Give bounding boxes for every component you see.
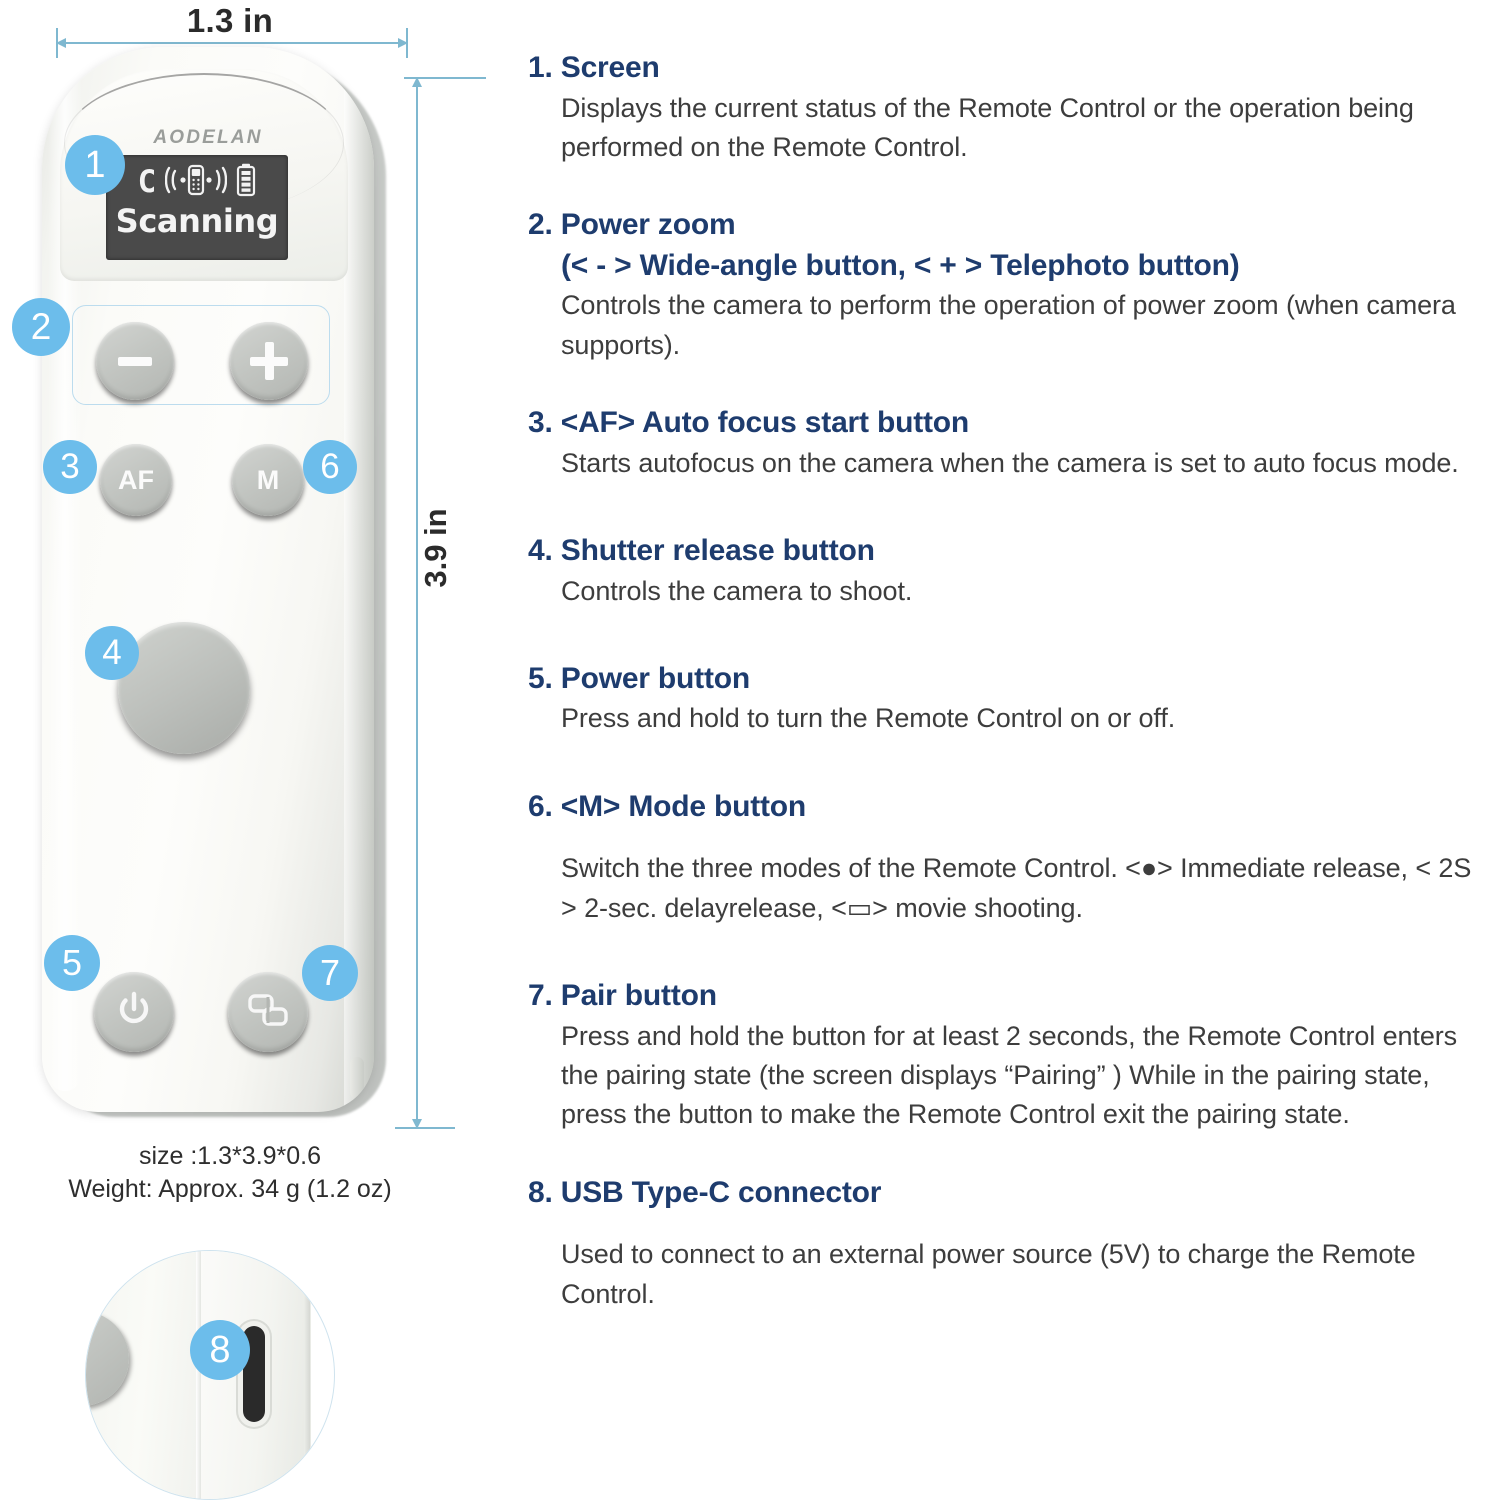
spacer: [528, 1213, 1493, 1235]
callout-badge-2: 2: [12, 298, 70, 356]
remote-body: AODELAN C: [42, 47, 374, 1112]
feature-item-3: 3. <AF> Auto focus start button Starts a…: [528, 403, 1493, 483]
spacer: [528, 369, 1493, 403]
feature-6-body: Switch the three modes of the Remote Con…: [561, 853, 1472, 923]
feature-item-4: 4. Shutter release button Controls the c…: [528, 531, 1493, 611]
spacer: [528, 932, 1493, 976]
width-dimension-label: 1.3 in: [186, 2, 274, 39]
feature-2-heading: 2. Power zoom: [528, 208, 736, 242]
feature-description-list: 1. Screen Displays the current status of…: [528, 48, 1493, 1318]
af-label: AF: [118, 464, 154, 495]
feature-3-heading: 3. <AF> Auto focus start button: [528, 406, 970, 440]
callout-badge-6: 6: [303, 440, 357, 494]
feature-item-7: 7. Pair button Press and hold the button…: [528, 976, 1493, 1135]
height-dimension-label: 3.9 in: [418, 508, 453, 588]
detail-edge-line-1: [196, 1251, 201, 1499]
detail-edge-line-2: [304, 1251, 310, 1499]
width-dimension-line: [56, 38, 408, 48]
remote-head-arc: [64, 73, 344, 213]
height-dimension-line: [412, 77, 422, 1129]
feature-1-heading: 1. Screen: [528, 51, 660, 84]
callout-badge-7: 7: [302, 945, 358, 1001]
feature-item-8: 8. USB Type-C connector Used to connect …: [528, 1173, 1493, 1314]
feature-item-6: 6. <M> Mode button Switch the three mode…: [528, 787, 1493, 928]
remote-right-edge: [344, 57, 374, 1107]
power-button[interactable]: [94, 972, 174, 1052]
callout-badge-1: 1: [65, 135, 125, 195]
shutter-release-button[interactable]: [118, 622, 250, 754]
feature-2-body: Controls the camera to perform the opera…: [561, 290, 1456, 360]
weight-line: Weight: Approx. 34 g (1.2 oz): [68, 1175, 392, 1203]
power-icon: [114, 990, 154, 1035]
battery-icon: [236, 163, 256, 202]
callout-badge-4: 4: [85, 626, 139, 680]
lcd-status-text: Scanning: [115, 202, 279, 240]
size-line: size :1.3*3.9*0.6: [138, 1142, 322, 1170]
auto-focus-button[interactable]: AF: [100, 444, 172, 516]
feature-7-body: Press and hold the button for at least 2…: [561, 1020, 1458, 1130]
feature-item-1: 1. Screen Displays the current status of…: [528, 48, 1493, 167]
size-weight-caption: size :1.3*3.9*0.6 Weight: Approx. 34 g (…: [20, 1140, 440, 1206]
power-zoom-group-outline: [72, 305, 330, 405]
remote-signal-icon: [165, 163, 228, 202]
spacer: [528, 171, 1493, 205]
feature-item-2: 2. Power zoom (< - > Wide-angle button, …: [528, 205, 1493, 365]
brand-logo: AODELAN: [153, 127, 263, 148]
plus-icon: [250, 342, 288, 380]
lcd-icon-row: C: [106, 162, 288, 202]
feature-1-body: Displays the current status of the Remot…: [561, 92, 1414, 162]
feature-8-body: Used to connect to an external power sou…: [561, 1239, 1416, 1309]
feature-8-heading: 8. USB Type-C connector: [528, 1175, 882, 1209]
lcd-screen: C: [106, 155, 288, 260]
callout-badge-8: 8: [190, 1320, 250, 1380]
remote-control-illustration: AODELAN C: [42, 47, 387, 1122]
feature-6-heading: 6. <M> Mode button: [528, 789, 807, 823]
spacer: [528, 743, 1493, 787]
callout-badge-3: 3: [43, 440, 97, 494]
lcd-mode-letter: C: [137, 163, 157, 200]
feature-5-heading: 5. Power button: [528, 661, 751, 695]
spacer: [528, 487, 1493, 531]
spacer: [528, 827, 1493, 849]
wide-angle-button[interactable]: [96, 322, 174, 400]
feature-item-5: 5. Power button Press and hold to turn t…: [528, 659, 1493, 739]
feature-5-body: Press and hold to turn the Remote Contro…: [561, 703, 1176, 734]
dimension-tick-bottom: [395, 1127, 455, 1129]
m-label: M: [256, 464, 280, 495]
callout-badge-5: 5: [44, 935, 100, 991]
device-illustration-panel: 1.3 in 3.9 in AODELAN C: [0, 0, 500, 1500]
dimension-tick-top: [404, 77, 486, 79]
usb-port-nub: [350, 1057, 364, 1099]
pair-button[interactable]: [228, 972, 308, 1052]
telephoto-button[interactable]: [230, 322, 308, 400]
feature-7-heading: 7. Pair button: [528, 979, 717, 1013]
mode-button[interactable]: M: [232, 444, 304, 516]
minus-icon: [118, 356, 152, 366]
feature-2-subheading: (< - > Wide-angle button, < + > Telephot…: [561, 248, 1240, 282]
feature-3-body: Starts autofocus on the camera when the …: [561, 447, 1459, 478]
link-icon: [247, 993, 289, 1032]
feature-4-heading: 4. Shutter release button: [528, 534, 875, 568]
feature-4-body: Controls the camera to shoot.: [561, 575, 913, 606]
spacer: [528, 1139, 1493, 1173]
spacer: [528, 615, 1493, 659]
